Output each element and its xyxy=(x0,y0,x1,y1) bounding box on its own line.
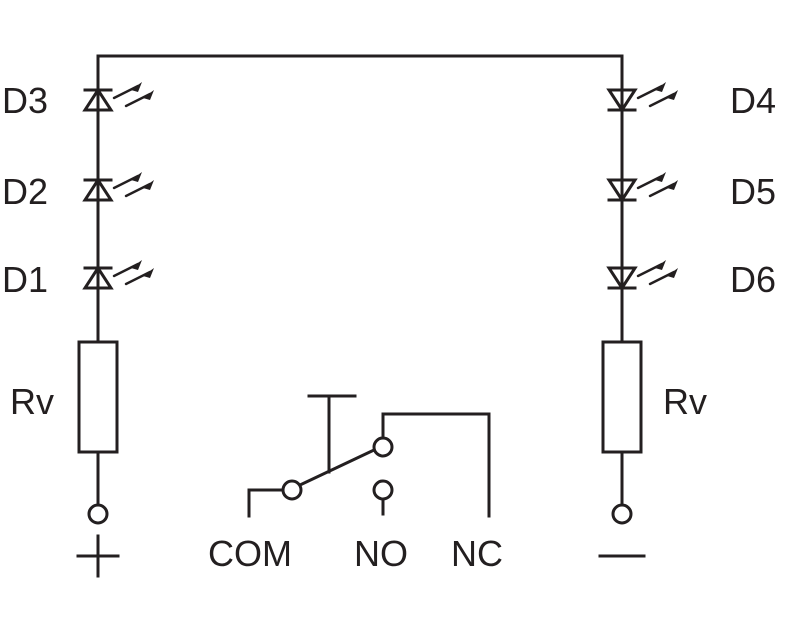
plus-symbol xyxy=(76,534,120,578)
led-d1-icon xyxy=(82,260,154,290)
label-com: COM xyxy=(208,533,292,574)
label-d3: D3 xyxy=(2,80,48,121)
label-rv-right: Rv xyxy=(663,381,707,422)
led-d6-icon xyxy=(606,260,678,291)
terminal-plus-icon xyxy=(87,503,109,525)
label-nc: NC xyxy=(451,533,503,574)
led-d2-icon xyxy=(82,172,154,202)
label-d2: D2 xyxy=(2,171,48,212)
led-d3-icon xyxy=(82,82,154,112)
led-d5-icon xyxy=(606,172,678,203)
label-d5: D5 xyxy=(730,171,776,212)
label-d1: D1 xyxy=(2,259,48,300)
relay-switch-icon xyxy=(247,394,491,518)
resistor-left-icon xyxy=(77,340,119,454)
label-d4: D4 xyxy=(730,80,776,121)
led-d4-icon xyxy=(606,82,678,113)
terminal-minus-icon xyxy=(611,503,633,525)
label-no: NO xyxy=(354,533,408,574)
label-d6: D6 xyxy=(730,259,776,300)
label-rv-left: Rv xyxy=(10,381,54,422)
resistor-right-icon xyxy=(601,340,643,454)
